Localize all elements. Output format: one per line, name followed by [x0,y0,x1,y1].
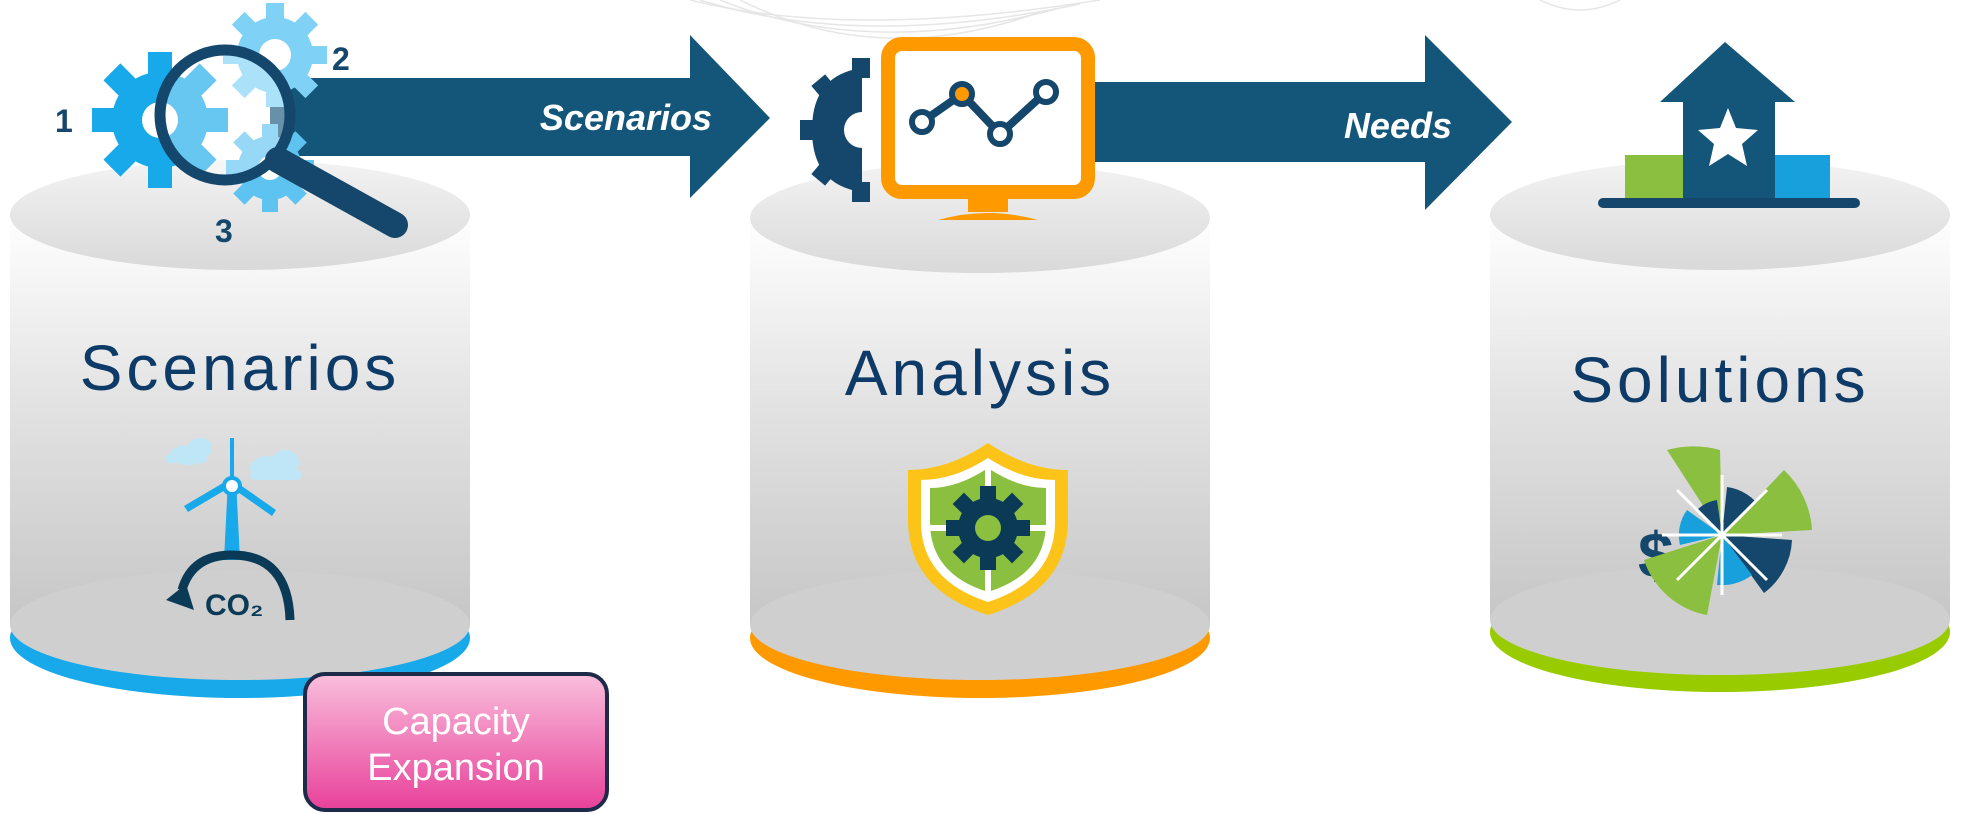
arrow-scenarios: Scenarios [270,35,770,198]
co2-label: CO₂ [205,589,263,622]
arrow-scenarios-label: Scenarios [540,97,712,138]
analysis-cylinder [750,163,1210,698]
arrow-needs-label: Needs [1344,105,1452,146]
solutions-cylinder [1490,160,1950,692]
podium-star-icon [1598,42,1860,208]
cloud-icon [250,450,302,480]
capacity-expansion-line2: Expansion [367,747,544,789]
dollar-pie-icon: $ [1638,446,1812,615]
step-number-2: 2 [332,41,350,77]
wind-turbine-co2-icon: CO₂ [165,438,302,622]
monitor-chart-icon [800,37,1095,220]
capacity-expansion-box: Capacity Expansion [303,672,609,812]
capacity-expansion-line1: Capacity [382,701,530,743]
gears-magnifier-icon: 1 2 3 [55,3,408,249]
step-number-3: 3 [215,213,233,249]
stage-title-solutions: Solutions [1570,344,1869,416]
arrow-needs: Needs [1060,35,1512,210]
stage-title-analysis: Analysis [845,337,1115,409]
step-number-1: 1 [55,103,73,139]
background-swirl [689,0,1621,40]
scenarios-cylinder [10,160,470,698]
stage-title-scenarios: Scenarios [80,332,401,404]
cloud-icon [165,438,212,465]
shield-gear-icon [908,443,1068,615]
